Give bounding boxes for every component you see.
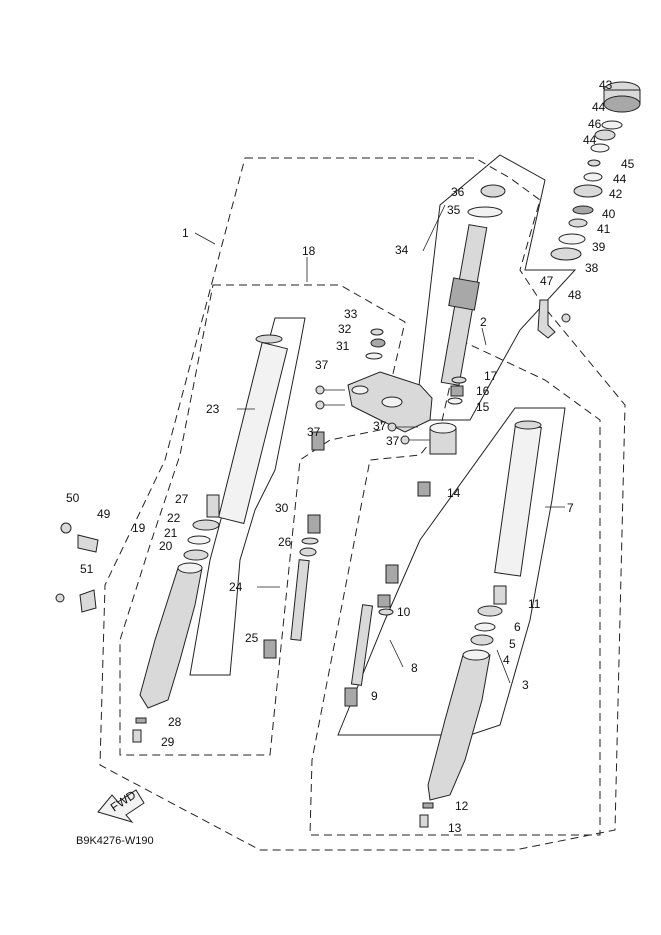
callout-45: 45 (621, 157, 635, 171)
leader-lines (194, 204, 565, 684)
bolt-37-set (315, 385, 430, 445)
group-1-outline (99, 157, 626, 851)
callout-11: 11 (528, 597, 541, 611)
callout-32: 32 (338, 322, 352, 336)
callout-4: 4 (503, 653, 510, 667)
callout-44-c: 44 (613, 172, 627, 186)
callout-3: 3 (522, 678, 529, 692)
callout-47: 47 (540, 274, 554, 288)
group-23-outline (189, 317, 306, 676)
steering-stem (440, 184, 506, 386)
fwd-arrow: FWD (97, 787, 145, 823)
right-fork-assembly (344, 376, 542, 828)
callout-37-a: 37 (315, 358, 329, 372)
callout-25: 25 (245, 631, 259, 645)
callout-48: 48 (568, 288, 582, 302)
left-fork-assembly (132, 328, 386, 743)
callout-13: 13 (448, 821, 462, 835)
callout-31: 31 (336, 339, 350, 353)
callout-29: 29 (161, 735, 175, 749)
callout-46: 46 (588, 117, 602, 131)
callout-22: 22 (167, 511, 181, 525)
callout-37-c: 37 (373, 419, 387, 433)
callout-10: 10 (397, 605, 411, 619)
callout-51: 51 (80, 562, 94, 576)
callout-numbers: 1 2 3 4 5 6 7 8 9 10 11 12 13 14 15 16 1… (66, 78, 635, 835)
callout-44-a: 44 (592, 100, 606, 114)
callout-33: 33 (344, 307, 358, 321)
callout-16: 16 (476, 384, 490, 398)
callout-20: 20 (159, 539, 173, 553)
group-18-outline (119, 284, 406, 756)
callout-21: 21 (164, 526, 178, 540)
callout-40: 40 (602, 207, 616, 221)
callout-14: 14 (447, 486, 461, 500)
callout-37-d: 37 (386, 434, 400, 448)
brackets (55, 299, 571, 613)
callout-36: 36 (451, 185, 465, 199)
callout-5: 5 (509, 637, 516, 651)
diagram-code: B9K4276-W190 (76, 835, 154, 847)
callout-26: 26 (278, 535, 292, 549)
callout-12: 12 (455, 799, 469, 813)
callout-44-b: 44 (583, 133, 597, 147)
callout-15: 15 (476, 400, 490, 414)
callout-37-b: 37 (307, 425, 321, 439)
callout-6: 6 (514, 620, 521, 634)
under-bracket (347, 371, 457, 455)
callout-42: 42 (609, 187, 623, 201)
callout-18: 18 (302, 244, 316, 258)
callout-1: 1 (182, 226, 189, 240)
callout-39: 39 (592, 240, 606, 254)
callout-7: 7 (567, 501, 574, 515)
callout-28: 28 (168, 715, 182, 729)
callout-38: 38 (585, 261, 599, 275)
callout-23: 23 (206, 402, 220, 416)
callout-49: 49 (97, 507, 111, 521)
callout-50: 50 (66, 491, 80, 505)
callout-17: 17 (484, 369, 498, 383)
callout-2: 2 (480, 315, 487, 329)
callout-41: 41 (597, 222, 611, 236)
callout-9: 9 (371, 689, 378, 703)
bearing-stack (550, 81, 641, 261)
callout-8: 8 (411, 661, 418, 675)
callout-19: 19 (132, 521, 146, 535)
callout-27: 27 (175, 492, 189, 506)
callout-34: 34 (395, 243, 409, 257)
callout-43: 43 (599, 78, 613, 92)
group-34-outline (414, 154, 577, 421)
callout-35: 35 (447, 203, 461, 217)
callout-24: 24 (229, 580, 243, 594)
callout-30: 30 (275, 501, 289, 515)
